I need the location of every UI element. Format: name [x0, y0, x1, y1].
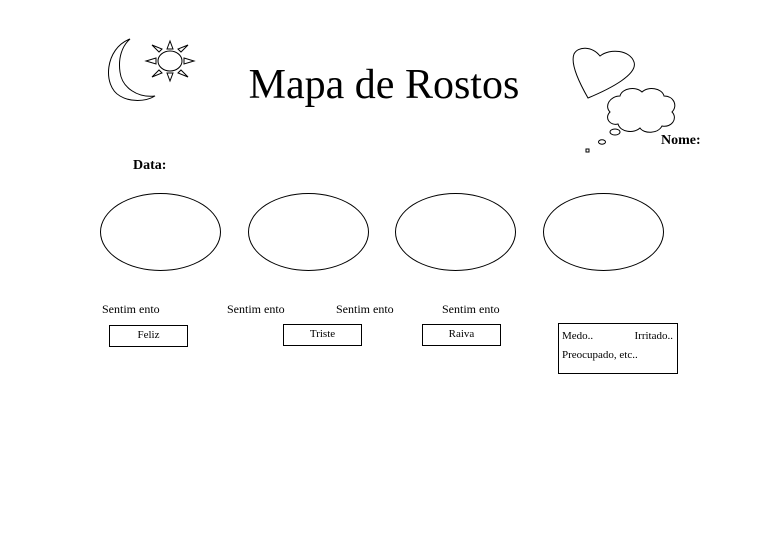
feeling-box-raiva: Raiva [422, 324, 501, 346]
thought-bubble-icon [585, 88, 676, 153]
feeling-irritado: Irritado.. [634, 330, 673, 342]
sentiment-label: Sentim ento [102, 302, 160, 316]
heart-icon [572, 47, 635, 99]
sentiment-label: Sentim ento [227, 302, 285, 316]
sentiment-label: Sentim ento [442, 302, 500, 316]
sun-icon [144, 39, 196, 83]
feeling-box-triste: Triste [283, 324, 362, 346]
feeling-box-feliz: Feliz [109, 325, 188, 347]
date-label: Data: [133, 158, 167, 173]
other-feelings-box: Medo.. Irritado.. Preocupado, etc.. [558, 323, 678, 374]
face-oval[interactable] [100, 193, 221, 271]
sentiment-label: Sentim ento [336, 302, 394, 316]
crescent-moon-icon [108, 38, 156, 101]
feeling-preocupado: Preocupado, etc.. [562, 349, 638, 361]
name-label: Nome: [661, 133, 701, 148]
face-oval[interactable] [543, 193, 664, 271]
feeling-medo: Medo.. [562, 330, 594, 342]
page-title: Mapa de Rostos [248, 62, 520, 108]
face-oval[interactable] [395, 193, 516, 271]
face-oval[interactable] [248, 193, 369, 271]
